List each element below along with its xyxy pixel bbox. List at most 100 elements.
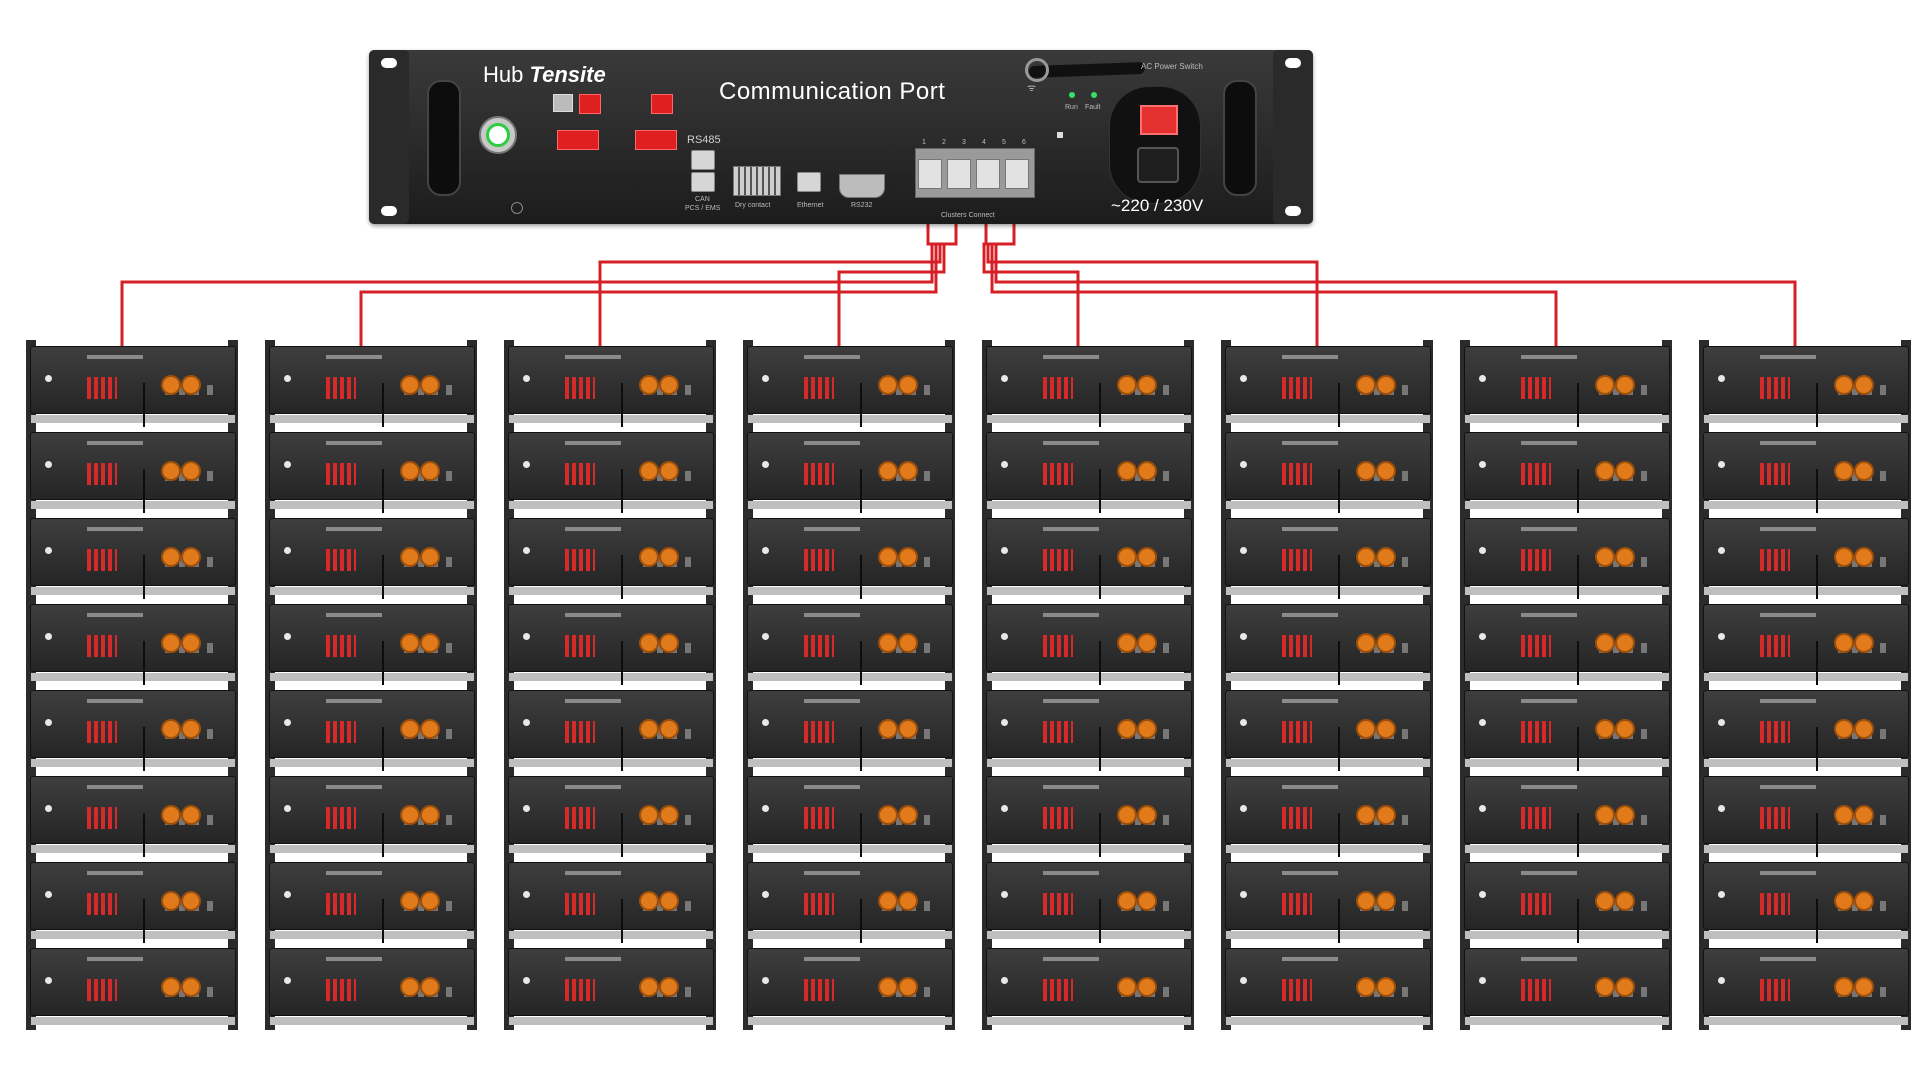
power-terminal[interactable] xyxy=(420,375,440,395)
dip-switch[interactable] xyxy=(635,130,677,150)
power-terminal[interactable] xyxy=(1615,375,1635,395)
power-terminal[interactable] xyxy=(400,977,420,997)
power-terminal[interactable] xyxy=(1376,375,1396,395)
power-terminal[interactable] xyxy=(1834,805,1854,825)
power-terminal[interactable] xyxy=(400,547,420,567)
power-terminal[interactable] xyxy=(1595,633,1615,653)
power-terminal[interactable] xyxy=(1137,547,1157,567)
power-terminal[interactable] xyxy=(1117,805,1137,825)
power-terminal[interactable] xyxy=(1376,461,1396,481)
power-terminal[interactable] xyxy=(1834,633,1854,653)
power-terminal[interactable] xyxy=(1854,547,1874,567)
power-terminal[interactable] xyxy=(878,977,898,997)
power-terminal[interactable] xyxy=(181,977,201,997)
power-terminal[interactable] xyxy=(898,805,918,825)
power-terminal[interactable] xyxy=(400,719,420,739)
power-terminal[interactable] xyxy=(161,719,181,739)
power-terminal[interactable] xyxy=(1595,461,1615,481)
power-terminal[interactable] xyxy=(639,547,659,567)
power-terminal[interactable] xyxy=(1137,461,1157,481)
power-terminal[interactable] xyxy=(1854,805,1874,825)
power-terminal[interactable] xyxy=(898,719,918,739)
power-terminal[interactable] xyxy=(898,977,918,997)
power-terminal[interactable] xyxy=(1356,633,1376,653)
power-terminal[interactable] xyxy=(400,461,420,481)
power-terminal[interactable] xyxy=(1356,461,1376,481)
power-terminal[interactable] xyxy=(878,633,898,653)
power-terminal[interactable] xyxy=(1376,891,1396,911)
power-terminal[interactable] xyxy=(898,375,918,395)
power-terminal[interactable] xyxy=(1615,461,1635,481)
power-terminal[interactable] xyxy=(878,375,898,395)
power-terminal[interactable] xyxy=(639,461,659,481)
power-terminal[interactable] xyxy=(161,547,181,567)
power-terminal[interactable] xyxy=(181,547,201,567)
power-terminal[interactable] xyxy=(1117,633,1137,653)
power-terminal[interactable] xyxy=(659,461,679,481)
reset-button[interactable] xyxy=(1057,132,1063,138)
power-terminal[interactable] xyxy=(1615,547,1635,567)
power-terminal[interactable] xyxy=(400,891,420,911)
power-terminal[interactable] xyxy=(1376,633,1396,653)
power-terminal[interactable] xyxy=(420,891,440,911)
power-terminal[interactable] xyxy=(1854,977,1874,997)
power-terminal[interactable] xyxy=(1137,719,1157,739)
cluster-port[interactable] xyxy=(918,159,942,189)
power-terminal[interactable] xyxy=(898,891,918,911)
dip-switch[interactable] xyxy=(651,94,673,114)
power-terminal[interactable] xyxy=(420,547,440,567)
power-terminal[interactable] xyxy=(1137,977,1157,997)
can-port[interactable] xyxy=(691,172,715,192)
power-terminal[interactable] xyxy=(1615,719,1635,739)
power-terminal[interactable] xyxy=(1376,977,1396,997)
power-terminal[interactable] xyxy=(1834,891,1854,911)
power-terminal[interactable] xyxy=(1595,977,1615,997)
power-terminal[interactable] xyxy=(1137,633,1157,653)
power-terminal[interactable] xyxy=(878,547,898,567)
power-button[interactable] xyxy=(479,116,517,154)
power-terminal[interactable] xyxy=(1356,547,1376,567)
power-terminal[interactable] xyxy=(181,891,201,911)
power-terminal[interactable] xyxy=(1117,719,1137,739)
power-terminal[interactable] xyxy=(1376,805,1396,825)
power-terminal[interactable] xyxy=(1615,977,1635,997)
handle-right[interactable] xyxy=(1223,80,1257,196)
power-terminal[interactable] xyxy=(659,633,679,653)
power-terminal[interactable] xyxy=(420,805,440,825)
power-terminal[interactable] xyxy=(1834,461,1854,481)
power-terminal[interactable] xyxy=(1595,891,1615,911)
power-terminal[interactable] xyxy=(161,375,181,395)
power-terminal[interactable] xyxy=(1117,977,1137,997)
power-terminal[interactable] xyxy=(1834,719,1854,739)
power-terminal[interactable] xyxy=(639,375,659,395)
cluster-port[interactable] xyxy=(947,159,971,189)
power-terminal[interactable] xyxy=(1376,719,1396,739)
power-terminal[interactable] xyxy=(659,719,679,739)
power-terminal[interactable] xyxy=(659,891,679,911)
cluster-port[interactable] xyxy=(976,159,1000,189)
power-terminal[interactable] xyxy=(1615,891,1635,911)
power-terminal[interactable] xyxy=(161,891,181,911)
power-terminal[interactable] xyxy=(420,719,440,739)
power-terminal[interactable] xyxy=(1854,461,1874,481)
power-terminal[interactable] xyxy=(1356,719,1376,739)
power-terminal[interactable] xyxy=(878,805,898,825)
power-terminal[interactable] xyxy=(1356,977,1376,997)
power-terminal[interactable] xyxy=(1854,719,1874,739)
power-terminal[interactable] xyxy=(1137,891,1157,911)
power-terminal[interactable] xyxy=(639,805,659,825)
power-terminal[interactable] xyxy=(161,633,181,653)
power-terminal[interactable] xyxy=(1854,633,1874,653)
power-terminal[interactable] xyxy=(1137,805,1157,825)
power-terminal[interactable] xyxy=(659,977,679,997)
rs485-port[interactable] xyxy=(691,150,715,170)
power-terminal[interactable] xyxy=(420,461,440,481)
dip-switch[interactable] xyxy=(579,94,601,114)
power-terminal[interactable] xyxy=(400,805,420,825)
power-terminal[interactable] xyxy=(1595,805,1615,825)
address-switch[interactable] xyxy=(553,94,573,112)
power-terminal[interactable] xyxy=(1117,891,1137,911)
power-terminal[interactable] xyxy=(898,547,918,567)
power-terminal[interactable] xyxy=(1834,977,1854,997)
power-terminal[interactable] xyxy=(181,375,201,395)
